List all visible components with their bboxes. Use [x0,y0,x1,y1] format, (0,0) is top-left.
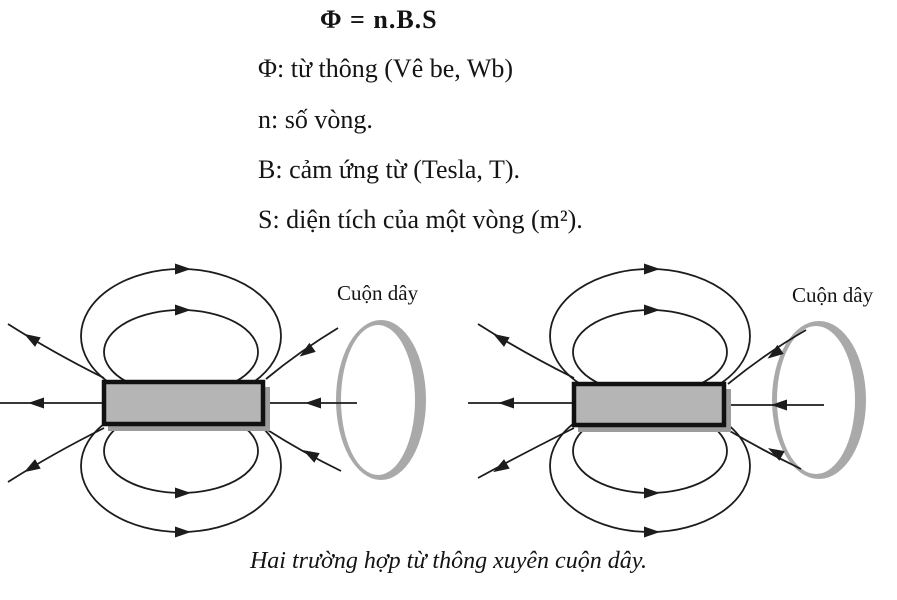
arrowhead [767,344,784,359]
coil-label-left: Cuộn dây [337,281,419,305]
definition-s: S: diện tích của một vòng (m²). [258,205,583,234]
arrowhead [493,333,510,347]
left-diagram [0,263,426,538]
arrowhead [644,487,660,499]
flux-formula: Φ = n.B.S [320,5,438,34]
arrowhead [303,450,320,463]
field-line [7,323,105,379]
field-loop [572,309,728,395]
field-line [7,427,105,483]
arrowhead [498,397,514,409]
arrowhead [24,459,41,473]
arrowhead [644,304,660,316]
arrowhead [175,487,191,499]
arrowhead [28,397,44,409]
field-line [727,329,807,385]
field-line [265,428,342,472]
arrowhead [175,263,191,275]
field-line [265,327,339,380]
right-diagram [468,263,866,538]
arrowhead [771,399,787,411]
arrowhead [175,304,191,316]
coil-ring [336,320,426,480]
arrowhead [24,333,41,347]
figure-caption: Hai trường hợp từ thông xuyên cuộn dây. [249,548,648,574]
magnet-border [571,381,727,428]
field-line [477,323,575,379]
arrowhead [305,397,321,409]
coil-label-right: Cuộn dây [792,283,874,307]
magnet-border [101,379,266,427]
arrowhead [644,263,660,275]
arrowheads [24,263,321,538]
definition-b: B: cảm ứng từ (Tesla, T). [258,155,520,184]
arrowheads [493,263,787,538]
arrowhead [175,526,191,538]
arrowhead [768,448,785,461]
arrowhead [493,459,510,473]
definition-n: n: số vòng. [258,105,373,134]
arrowhead [299,342,316,357]
arrowhead [644,526,660,538]
bar-magnet [101,379,266,427]
bar-magnet [571,381,727,428]
field-line [727,429,802,470]
field-line [477,427,575,479]
definition-phi: Φ: từ thông (Vê be, Wb) [258,54,514,83]
